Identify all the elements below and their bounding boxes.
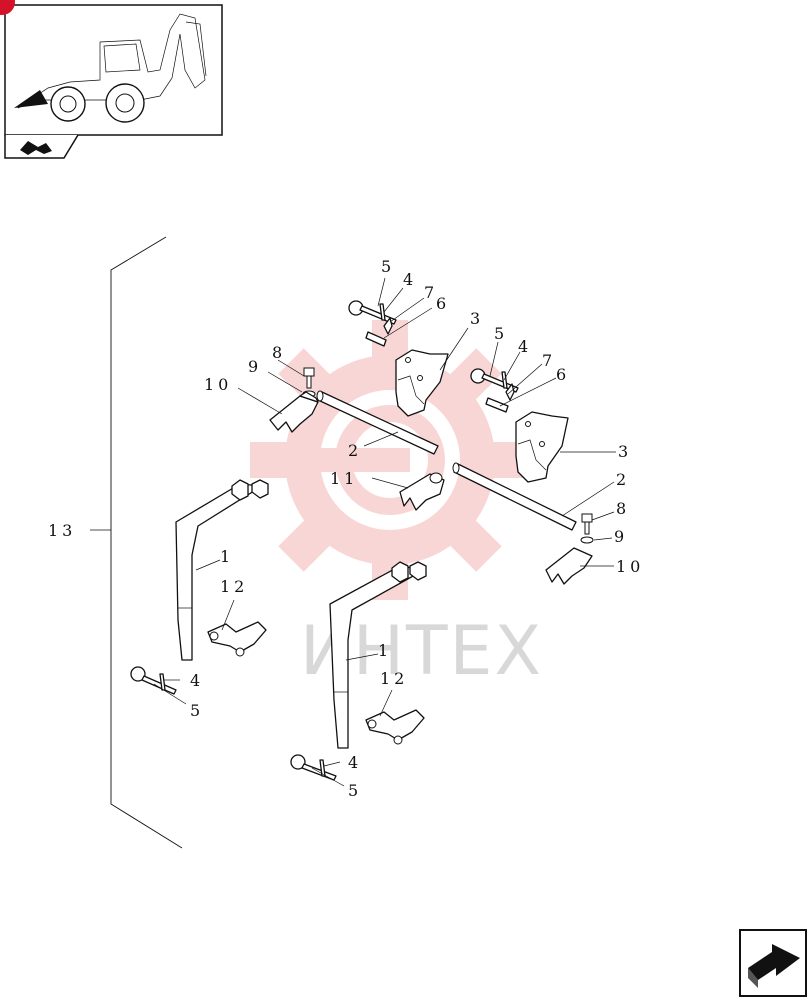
link-left (207, 621, 267, 657)
callout-9-right: 9 (614, 527, 628, 546)
callout-9: 9 (248, 357, 262, 376)
callout-labels: 5 4 7 6 3 8 9 10 2 11 5 4 7 6 3 2 8 9 10… (48, 257, 644, 800)
callout-12: 12 (220, 577, 248, 596)
corner-marker-icon (0, 0, 15, 15)
callout-1: 1 (220, 547, 234, 566)
thumbnail-panel (0, 0, 223, 159)
pin-top-left (348, 300, 397, 325)
pin-lower-right (290, 754, 337, 781)
callout-4: 4 (403, 270, 417, 289)
callout-5-bottom: 5 (348, 781, 362, 800)
link-right (365, 709, 425, 745)
center-fork-plate (399, 472, 445, 511)
forked-plate-left (269, 391, 319, 433)
callout-2: 2 (348, 441, 362, 460)
callout-12-right: 12 (380, 669, 408, 688)
section-symbol-icon (20, 141, 52, 155)
next-page-arrow-icon (748, 944, 800, 988)
callout-6: 6 (436, 294, 450, 313)
shaft-right (452, 462, 577, 531)
backhoe-loader-icon (14, 13, 207, 123)
callout-1-right: 1 (378, 641, 392, 660)
callout-5-right: 5 (494, 324, 508, 343)
callout-7: 7 (424, 283, 438, 302)
callout-7-right: 7 (542, 351, 556, 370)
group-bracket (90, 236, 183, 849)
leader-lines (153, 277, 616, 787)
clevis-pin-right (485, 383, 515, 413)
callout-6-right: 6 (556, 365, 570, 384)
callout-4-right: 4 (518, 337, 532, 356)
bracket-left (395, 349, 449, 417)
callout-5: 5 (381, 257, 395, 276)
pin-lower-left (130, 666, 177, 695)
callout-10: 10 (204, 375, 232, 394)
callout-4-lower: 4 (190, 671, 204, 690)
watermark-gear-icon (250, 320, 530, 600)
callout-8: 8 (272, 343, 286, 362)
callout-8-right: 8 (616, 499, 630, 518)
callout-5-lower: 5 (190, 701, 204, 720)
tine-right (329, 561, 427, 749)
shaft-left (316, 390, 439, 455)
bracket-right (515, 411, 569, 483)
callout-10-right: 10 (616, 557, 644, 576)
tine-left (175, 479, 269, 661)
callout-11: 11 (330, 469, 358, 488)
callout-2-right: 2 (616, 470, 630, 489)
callout-3-right: 3 (618, 442, 632, 461)
forked-plate-right (545, 547, 593, 585)
callout-3: 3 (470, 309, 484, 328)
next-page-button[interactable] (739, 929, 807, 997)
bolt-right (580, 513, 594, 544)
callout-13: 13 (48, 521, 76, 540)
callout-4-bottom: 4 (348, 753, 362, 772)
